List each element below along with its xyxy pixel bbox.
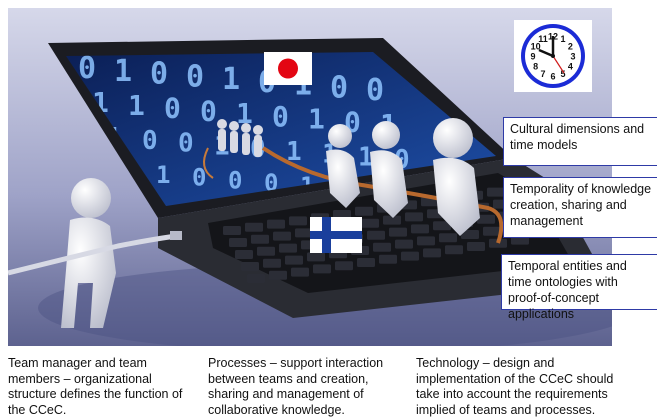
- clock-number: 7: [540, 69, 545, 79]
- keyboard-key: [433, 221, 451, 231]
- keyboard-key: [367, 230, 385, 240]
- caption-process: Processes – support interaction between …: [208, 356, 384, 417]
- network-cable: [8, 233, 177, 276]
- callout-cultural-dimensions-text: Cultural dimensions and time models: [510, 122, 645, 152]
- cable-plug: [170, 231, 182, 240]
- pulling-figures: [326, 118, 480, 236]
- keyboard-key: [383, 215, 401, 225]
- cable-figure: [61, 178, 116, 328]
- binary-digit: 0: [228, 166, 242, 194]
- keyboard-key: [223, 226, 241, 235]
- binary-digit: 0: [366, 73, 384, 108]
- keyboard-key: [263, 258, 281, 268]
- rope: [261, 146, 504, 244]
- keyboard-key: [395, 239, 413, 249]
- binary-digit: 1: [236, 97, 253, 130]
- callout-temporal-ontologies: Temporal entities and time ontologies wi…: [501, 254, 657, 321]
- binary-digit: 1: [156, 161, 170, 189]
- clock-number: 10: [531, 42, 541, 52]
- keyboard-key: [241, 262, 259, 271]
- keyboard-key: [467, 242, 485, 251]
- keyboard-key: [273, 231, 291, 241]
- keyboard-key: [405, 212, 423, 222]
- screen-figures: [203, 119, 263, 179]
- clock-number: 2: [568, 42, 573, 52]
- keyboard-key: [489, 238, 507, 248]
- keyboard-key: [355, 206, 373, 216]
- keyboard-key: [401, 251, 419, 261]
- keyboard-key: [333, 210, 351, 219]
- keyboard-key: [245, 222, 263, 232]
- binary-digit: 1: [286, 137, 302, 167]
- keyboard-key: [285, 255, 303, 265]
- japan-flag: [264, 52, 312, 85]
- keyboard-key: [289, 216, 307, 226]
- keyboard-key: [423, 248, 441, 258]
- finland-flag-cross-horizontal: [310, 231, 362, 239]
- binary-digit: 1: [222, 62, 240, 97]
- binary-digit: 0: [272, 100, 289, 133]
- clock-number: 8: [533, 62, 538, 72]
- binary-digit: 0: [330, 70, 348, 105]
- clock-icon: 121234567891011: [514, 20, 592, 92]
- keyboard-key: [313, 264, 331, 274]
- clock-number: 11: [538, 34, 548, 44]
- clock-number: 5: [560, 69, 565, 79]
- keyboard-key: [269, 270, 287, 280]
- keyboard-key: [477, 214, 495, 224]
- keyboard-key: [257, 246, 275, 256]
- binary-digit: 0: [164, 92, 181, 125]
- binary-digit: 1: [128, 89, 145, 122]
- keyboard-key: [483, 226, 501, 236]
- keyboard-key: [417, 236, 435, 246]
- keyboard-key: [335, 261, 353, 271]
- keyboard-key: [307, 252, 325, 262]
- illustration: 010010100110010101100101110010001101: [8, 8, 612, 346]
- callout-temporality-knowledge: Temporality of knowledge creation, shari…: [503, 177, 657, 238]
- caption-technology: Technology – design and implementation o…: [416, 356, 614, 417]
- binary-digit: 0: [78, 51, 96, 86]
- keyboard-key: [439, 233, 457, 243]
- clock-number: 4: [568, 62, 573, 72]
- keyboard-key: [411, 224, 429, 234]
- keyboard-key: [247, 274, 265, 283]
- japan-flag-sun: [278, 58, 298, 79]
- keyboard-key: [295, 228, 313, 238]
- clock-number: 9: [530, 52, 535, 62]
- keyboard-key: [229, 238, 247, 247]
- keyboard-key: [235, 250, 253, 259]
- keyboard-key: [373, 242, 391, 252]
- keyboard-key: [279, 243, 297, 253]
- clock-number: 6: [550, 72, 555, 82]
- binary-digit: 0: [142, 126, 158, 156]
- caption-team: Team manager and team members – organiza…: [8, 356, 183, 417]
- binary-digit: 0: [200, 94, 217, 127]
- clock-number: 1: [560, 34, 565, 44]
- binary-digit: 0: [186, 59, 204, 94]
- binary-digit: 1: [358, 142, 374, 172]
- binary-digit: 1: [308, 103, 325, 136]
- binary-digit: 0: [192, 164, 206, 192]
- keyboard-key: [461, 230, 479, 239]
- keyboard-key: [445, 245, 463, 255]
- keyboard-key: [389, 227, 407, 237]
- keyboard-key: [361, 218, 379, 228]
- keyboard-key: [379, 254, 397, 264]
- callout-temporality-knowledge-text: Temporality of knowledge creation, shari…: [510, 182, 652, 228]
- finland-flag: [310, 217, 362, 253]
- binary-digit: 0: [178, 129, 194, 159]
- callout-cultural-dimensions: Cultural dimensions and time models: [503, 117, 657, 166]
- keyboard-key: [267, 219, 285, 229]
- callout-temporal-ontologies-text: Temporal entities and time ontologies wi…: [508, 259, 627, 321]
- binary-digit: 1: [114, 54, 132, 89]
- keyboard-key: [291, 267, 309, 277]
- binary-digit: 0: [150, 57, 168, 92]
- keyboard-key: [357, 258, 375, 267]
- clock-number: 3: [570, 52, 575, 62]
- keyboard-key: [251, 234, 269, 244]
- keyboard-key: [487, 187, 505, 197]
